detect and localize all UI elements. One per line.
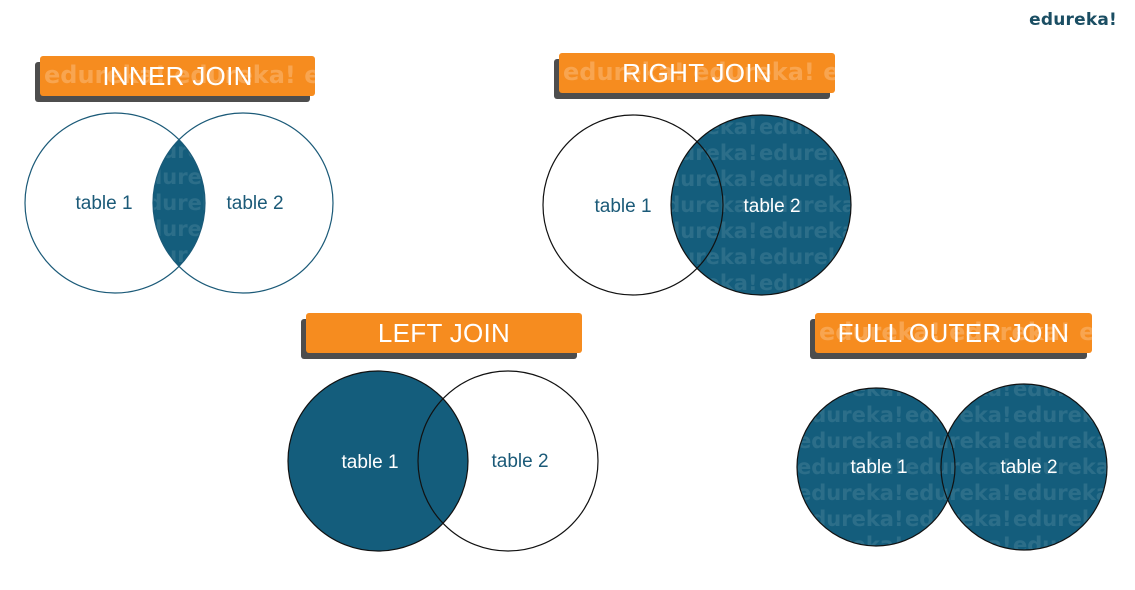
diagram-title-banner: edureka! edureka! edureka! edureka! edur… [810,313,1092,359]
right-circle [940,383,1108,551]
banner-face: edureka! edureka! edureka! edureka! edur… [40,56,315,96]
diagram-title: LEFT JOIN [377,317,511,348]
left-circle [287,370,469,552]
brand-logo: edureka! [1029,10,1117,30]
table-2-label: table 2 [1000,457,1057,478]
left-circle [24,112,206,294]
venn-diagram: table 1 table 2 [287,370,599,552]
left-circle [542,114,724,296]
filled-region [288,371,468,551]
banner-watermark: edureka! edureka! edureka! edureka! edur… [819,318,1092,346]
table-2-label: table 2 [743,196,800,217]
diagram-title-banner: edureka! edureka! edureka! edureka! edur… [35,56,315,102]
banner-face: edureka! edureka! edureka! edureka! edur… [559,53,835,93]
left-circle [796,387,956,547]
venn-diagram: edureka! table 1 table 2 [542,114,852,296]
table-2-label: table 2 [226,193,283,214]
table-1-label: table 1 [75,193,132,214]
table-1-label: table 1 [594,196,651,217]
diagram-title-banner: edureka! edureka! edureka! edureka! edur… [554,53,835,99]
right-circle [670,114,852,296]
venn-diagram: edureka! table 1 table 2 [796,383,1108,551]
right-circle [417,370,599,552]
banner-watermark: edureka! edureka! edureka! edureka! edur… [44,61,315,89]
table-2-label: table 2 [491,451,548,472]
filled-region [797,384,1107,550]
banner-face: LEFT JOIN [306,313,582,353]
diagram-title-banner: LEFT JOIN [301,313,582,359]
diagram-title: FULL OUTER JOIN [837,317,1070,348]
table-1-label: table 1 [850,457,907,478]
banner-watermark: edureka! edureka! edureka! edureka! edur… [563,58,835,86]
diagram-title: INNER JOIN [102,60,253,91]
right-circle [152,112,334,294]
filled-region [671,115,851,295]
venn-diagram: edureka! table 1 table 2 [24,112,334,294]
table-1-label: table 1 [341,452,398,473]
diagram-title: RIGHT JOIN [622,57,772,88]
banner-face: edureka! edureka! edureka! edureka! edur… [815,313,1092,353]
